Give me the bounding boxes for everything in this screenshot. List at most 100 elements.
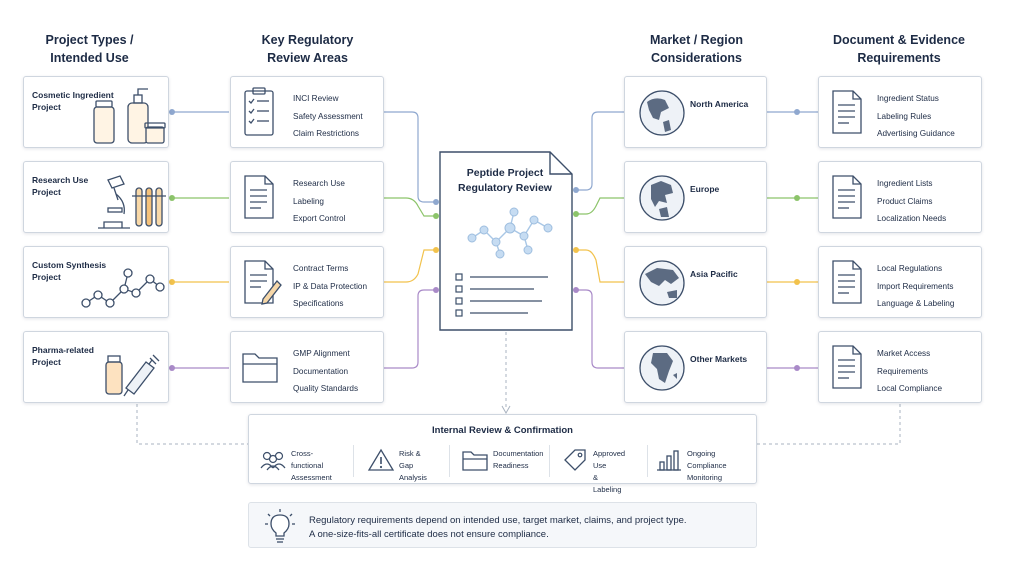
market-label: Europe xyxy=(690,184,720,194)
document-item: Local Regulations xyxy=(877,264,943,273)
document-box-north-america: Ingredient Status Labeling Rules Adverti… xyxy=(818,76,982,148)
document-box-europe: Ingredient Lists Product Claims Localiza… xyxy=(818,161,982,233)
document-pencil-icon xyxy=(244,260,282,305)
team-icon xyxy=(260,451,286,471)
column-title-documents: Document & Evidence Requirements xyxy=(833,33,965,65)
project-box-research: Research Use Project xyxy=(23,161,169,233)
review-item: Claim Restrictions xyxy=(293,129,359,138)
document-item: Ingredient Status xyxy=(877,94,939,103)
globe-americas-icon xyxy=(639,90,685,136)
checklist-icon xyxy=(244,87,274,136)
market-label: North America xyxy=(690,99,749,109)
central-document: Peptide Project Regulatory Review xyxy=(438,150,574,332)
globe-asia-icon xyxy=(639,260,685,306)
step-ongoing-compliance: Ongoing Compliance Monitoring xyxy=(655,448,727,482)
globe-africa-icon xyxy=(639,345,685,391)
project-box-pharma: Pharma-related Project xyxy=(23,331,169,403)
cosmetic-bottles-icon xyxy=(93,88,166,144)
note-text: Regulatory requirements depend on intend… xyxy=(309,514,687,542)
document-item: Advertising Guidance xyxy=(877,129,955,138)
project-title: Cosmetic Ingredient Project xyxy=(32,90,114,112)
review-item: Labeling xyxy=(293,196,324,206)
review-item: Specifications xyxy=(293,299,344,308)
review-box-synthesis: Contract Terms IP & Data Protection Spec… xyxy=(230,246,384,318)
document-icon xyxy=(832,175,862,219)
molecule-icon xyxy=(81,268,165,308)
review-items-list: Research Use Labeling Export Control xyxy=(293,175,345,228)
review-items-list: INCI Review Safety Assessment Claim Rest… xyxy=(293,90,363,143)
document-icon xyxy=(244,175,274,219)
peptide-document-icon xyxy=(439,151,573,331)
market-box-asia-pacific: Asia Pacific xyxy=(624,246,767,318)
review-item: IP & Data Protection xyxy=(293,281,368,291)
market-label: Asia Pacific xyxy=(690,269,738,279)
document-items-list: Ingredient Status Labeling Rules Adverti… xyxy=(877,90,955,143)
document-item: Requirements xyxy=(877,366,928,376)
central-title: Peptide Project Regulatory Review xyxy=(458,167,552,194)
globe-europe-icon xyxy=(639,175,685,221)
step-divider xyxy=(647,445,648,477)
step-divider xyxy=(449,445,450,477)
document-items-list: Local Regulations Import Requirements La… xyxy=(877,260,954,313)
project-title: Research Use Project xyxy=(32,175,89,197)
step-risk-gap: Risk & Gap Analysis xyxy=(367,448,427,482)
document-item: Ingredient Lists xyxy=(877,179,933,188)
document-item: Market Access xyxy=(877,349,931,358)
document-box-other: Market Access Requirements Local Complia… xyxy=(818,331,982,403)
step-label: Ongoing Compliance Monitoring xyxy=(687,449,727,482)
step-label: Risk & Gap Analysis xyxy=(399,449,427,482)
lightbulb-icon xyxy=(265,509,295,543)
review-item: GMP Alignment xyxy=(293,349,350,358)
document-item: Labeling Rules xyxy=(877,111,932,121)
folder-icon xyxy=(462,451,488,471)
compliance-note: Regulatory requirements depend on intend… xyxy=(248,502,757,548)
note-line-2: A one-size-fits-all certificate does not… xyxy=(309,529,549,540)
folder-icon xyxy=(242,353,278,383)
step-approved-use: Approved Use & Labeling xyxy=(561,448,625,494)
column-title-project-types: Project Types / Intended Use xyxy=(45,33,134,65)
review-item: Quality Standards xyxy=(293,384,359,393)
column-title-markets: Market / Region Considerations xyxy=(649,33,744,65)
project-title: Custom Synthesis Project xyxy=(32,260,107,282)
document-box-asia-pacific: Local Regulations Import Requirements La… xyxy=(818,246,982,318)
review-item: Safety Assessment xyxy=(293,111,363,121)
document-icon xyxy=(832,260,862,304)
review-box-cosmetic: INCI Review Safety Assessment Claim Rest… xyxy=(230,76,384,148)
market-box-europe: Europe xyxy=(624,161,767,233)
review-item: Export Control xyxy=(293,214,346,223)
tag-icon xyxy=(564,449,586,471)
review-items-list: Contract Terms IP & Data Protection Spec… xyxy=(293,260,367,313)
document-item: Local Compliance xyxy=(877,384,943,393)
document-items-list: Market Access Requirements Local Complia… xyxy=(877,345,942,398)
market-label: Other Markets xyxy=(690,354,748,364)
document-icon xyxy=(832,345,862,389)
step-label: Approved Use & Labeling xyxy=(593,449,626,494)
market-box-north-america: North America xyxy=(624,76,767,148)
review-item: Research Use xyxy=(293,179,345,188)
review-box-pharma: GMP Alignment Documentation Quality Stan… xyxy=(230,331,384,403)
step-cross-functional: Cross-functional Assessment xyxy=(259,448,332,482)
review-items-list: GMP Alignment Documentation Quality Stan… xyxy=(293,345,358,398)
document-item: Product Claims xyxy=(877,196,933,206)
warning-icon xyxy=(367,448,395,471)
document-item: Import Requirements xyxy=(877,281,954,291)
document-item: Language & Labeling xyxy=(877,299,955,308)
step-documentation: Documentation Readiness xyxy=(461,448,543,474)
review-item: Documentation xyxy=(293,366,349,376)
market-box-other: Other Markets xyxy=(624,331,767,403)
review-item: INCI Review xyxy=(293,94,339,103)
project-box-synthesis: Custom Synthesis Project xyxy=(23,246,169,318)
project-title: Pharma-related Project xyxy=(32,345,94,367)
internal-review-title: Internal Review & Confirmation xyxy=(432,425,573,436)
note-line-1: Regulatory requirements depend on intend… xyxy=(309,515,687,526)
step-label: Documentation Readiness xyxy=(493,449,544,470)
review-box-research: Research Use Labeling Export Control xyxy=(230,161,384,233)
syringe-icon xyxy=(105,354,160,397)
document-item: Localization Needs xyxy=(877,214,947,223)
step-label: Cross-functional Assessment xyxy=(291,449,332,482)
microscope-icon xyxy=(98,175,166,229)
internal-review-panel: Internal Review & Confirmation Cross-fun… xyxy=(248,414,757,494)
step-divider xyxy=(353,445,354,477)
review-item: Contract Terms xyxy=(293,264,349,273)
